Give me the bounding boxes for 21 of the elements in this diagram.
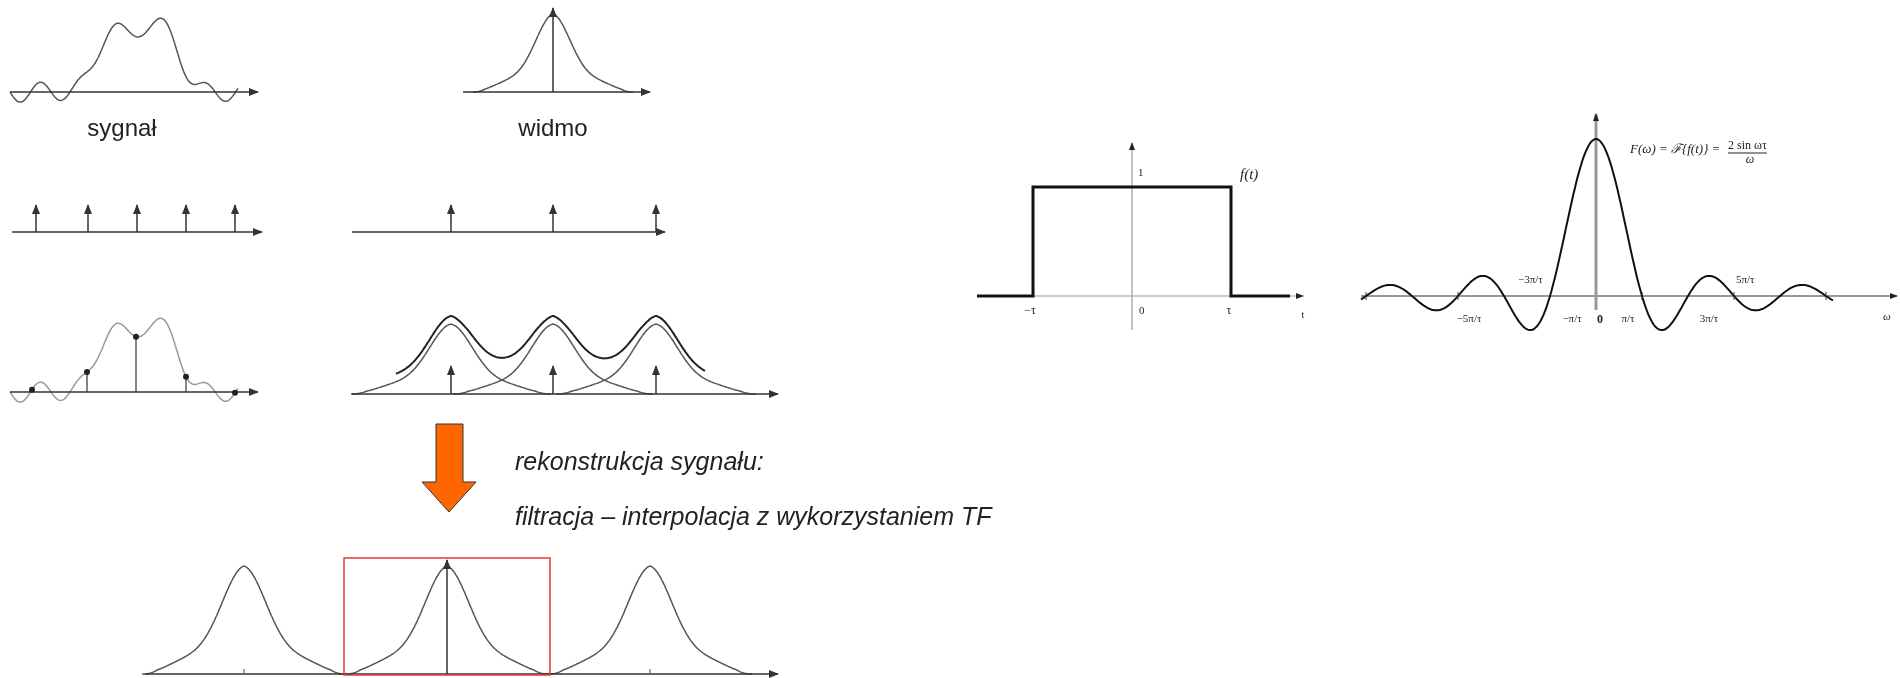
axis-label: ω (1883, 310, 1891, 322)
tick-label: −τ (1024, 303, 1036, 317)
tick-label: 0 (1139, 304, 1145, 316)
tick-label: −3π/τ (1518, 273, 1543, 285)
signal-label: sygnał (87, 114, 157, 141)
caption-text: filtracja – interpolacja z wykorzystaniem TF (515, 502, 992, 530)
spectrum-label: widmo (518, 114, 588, 141)
function-label: f(t) (1240, 166, 1259, 182)
tick-label: π/τ (1621, 312, 1635, 324)
fraction-denominator: ω (1745, 152, 1755, 166)
tick-label: 1 (1138, 166, 1144, 178)
tick-label: 0 (1597, 312, 1603, 326)
tick-label: 5π/τ (1736, 273, 1755, 285)
fraction-numerator: 2 sin ωτ (1728, 138, 1767, 152)
axis-label: t (1301, 309, 1305, 320)
tick-label: 3π/τ (1699, 312, 1719, 324)
tick-label: −5π/τ (1456, 312, 1482, 324)
formula-text: F(ω) = ℱ{f(t)} = (1630, 141, 1721, 156)
tick-label: −π/τ (1562, 312, 1582, 324)
caption-text: rekonstrukcja sygnału: (515, 447, 764, 475)
tick-label: τ (1226, 303, 1232, 317)
